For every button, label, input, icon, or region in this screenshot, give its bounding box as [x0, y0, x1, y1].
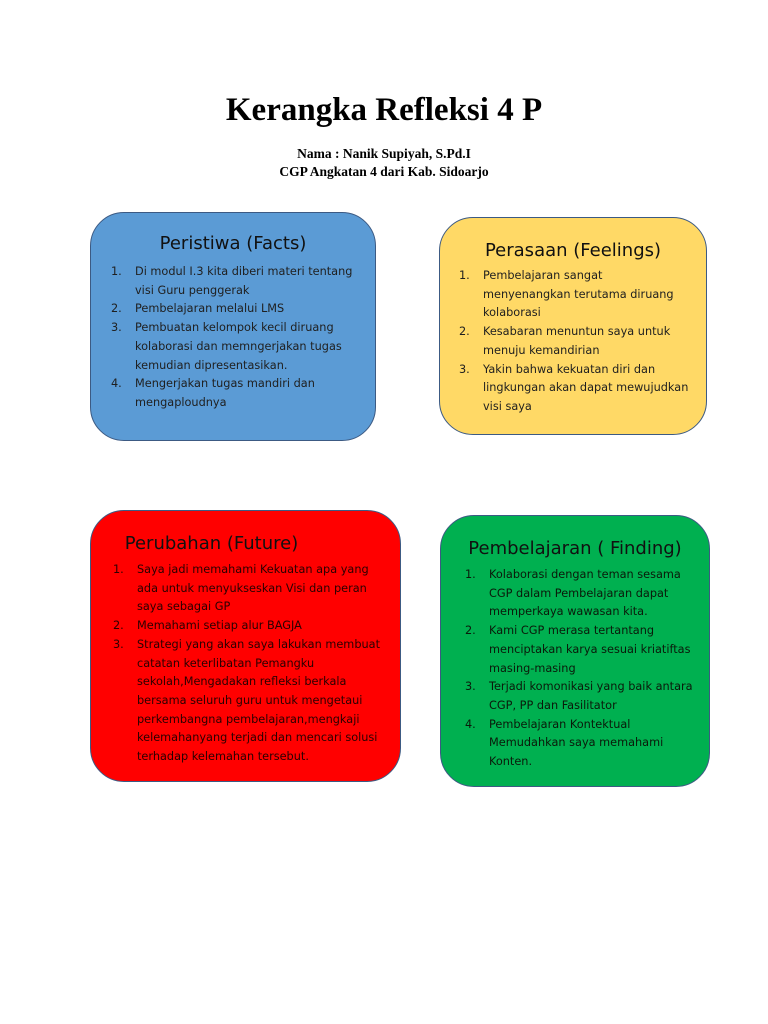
item-number: 3. [465, 680, 476, 694]
item-text: Kami CGP merasa tertantang menciptakan k… [489, 624, 691, 675]
finding-card-title: Pembelajaran ( Finding) [468, 538, 682, 559]
item-text: Kesabaran menuntun saya untuk menuju kem… [483, 325, 671, 357]
list-item: 3. Strategi yang akan saya lakukan membua… [113, 636, 388, 767]
item-number: 4. [111, 377, 122, 391]
item-number: 2. [459, 325, 470, 339]
item-text: Pembelajaran melalui LMS [135, 302, 285, 316]
feelings-list: 1. Pembelajaran sangat menyenangkan terut… [459, 267, 693, 417]
list-item: 3. Pembuatan kelompok kecil diruang kolab… [111, 319, 361, 375]
list-item: 1. Saya jadi memahami Kekuatan apa yang a… [113, 561, 388, 617]
item-text: Yakin bahwa kekuatan diri dan lingkungan… [483, 362, 689, 413]
list-item: 4. Mengerjakan tugas mandiri dan mengaplo… [111, 375, 361, 412]
item-text: Kolaborasi dengan teman sesama CGP dalam… [489, 568, 681, 619]
list-item: 1. Pembelajaran sangat menyenangkan terut… [459, 267, 693, 323]
future-card: Perubahan (Future) 1. Saya jadi memahami … [90, 510, 401, 782]
item-text: Saya jadi memahami Kekuatan apa yang ada… [137, 563, 369, 614]
item-number: 3. [459, 362, 470, 376]
item-text: Mengerjakan tugas mandiri dan mengaploud… [135, 377, 315, 409]
item-number: 2. [465, 624, 476, 638]
list-item: 3. Yakin bahwa kekuatan diri dan lingkung… [459, 361, 693, 417]
list-item: 2. Memahami setiap alur BAGJA [113, 617, 388, 636]
item-number: 4. [465, 717, 476, 731]
list-item: 2. Pembelajaran melalui LMS [111, 300, 361, 319]
item-number: 1. [459, 269, 470, 282]
list-item: 4. Pembelajaran Kontektual Memudahkan say… [465, 716, 697, 772]
facts-list: 1. Di modul I.3 kita diberi materi tentan… [111, 263, 361, 413]
cohort-info: CGP Angkatan 4 dari Kab. Sidoarjo [279, 164, 489, 179]
item-text: Pembuatan kelompok kecil diruang kolabor… [135, 321, 342, 372]
list-item: 3. Terjadi komonikasi yang baik antara CG… [465, 678, 697, 715]
item-text: Di modul I.3 kita diberi materi tentang … [135, 265, 353, 297]
facts-card: Peristiwa (Facts) 1. Di modul I.3 kita di… [90, 212, 376, 441]
item-number: 1. [111, 265, 122, 278]
item-text: Strategi yang akan saya lakukan membuat … [137, 637, 380, 764]
author-name: Nama : Nanik Supiyah, S.Pd.I [297, 146, 471, 161]
feelings-card: Perasaan (Feelings) 1. Pembelajaran sanga… [439, 217, 707, 435]
feelings-card-title: Perasaan (Feelings) [484, 240, 662, 261]
list-item: 1. Di modul I.3 kita diberi materi tentan… [111, 263, 361, 300]
item-number: 2. [111, 302, 122, 316]
list-item: 2. Kesabaran menuntun saya untuk menuju k… [459, 323, 693, 360]
finding-card: Pembelajaran ( Finding) 1. Kolaborasi den… [440, 515, 710, 787]
list-item: 2. Kami CGP merasa tertantang menciptakan… [465, 622, 697, 678]
item-number: 1. [113, 563, 124, 576]
future-card-title: Perubahan (Future) [124, 533, 299, 554]
page-title: Kerangka Refleksi 4 P [225, 92, 543, 128]
item-text: Terjadi komonikasi yang baik antara CGP,… [489, 680, 693, 712]
item-text: Memahami setiap alur BAGJA [137, 619, 302, 633]
list-item: 1. Kolaborasi dengan teman sesama CGP dal… [465, 566, 697, 622]
finding-list: 1. Kolaborasi dengan teman sesama CGP dal… [465, 566, 697, 772]
item-number: 1. [465, 568, 476, 581]
facts-card-title: Peristiwa (Facts) [159, 233, 307, 254]
item-text: Pembelajaran Kontektual Memudahkan saya … [489, 717, 664, 769]
item-text: Pembelajaran sangat menyenangkan terutam… [483, 269, 674, 320]
item-number: 2. [113, 619, 124, 633]
future-list: 1. Saya jadi memahami Kekuatan apa yang a… [113, 561, 388, 767]
item-number: 3. [113, 637, 124, 651]
item-number: 3. [111, 321, 122, 335]
